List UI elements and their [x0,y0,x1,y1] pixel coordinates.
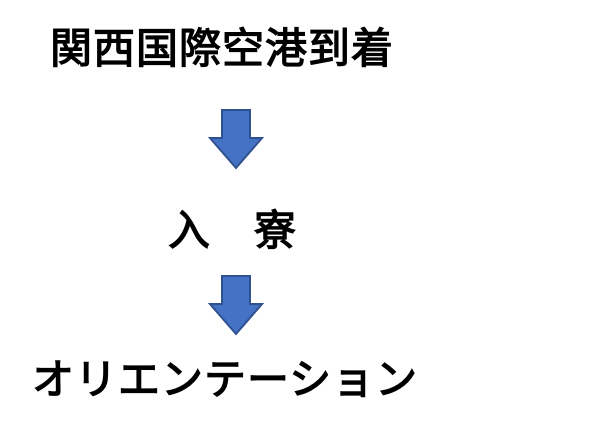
arrow-down-icon [208,109,264,170]
step-orientation: オリエンテーション [32,355,419,404]
arrow-down-icon [208,275,264,336]
step-kansai-airport-arrival: 関西国際空港到着 [50,24,395,73]
step-dorm-move-in: 入 寮 [168,206,298,255]
